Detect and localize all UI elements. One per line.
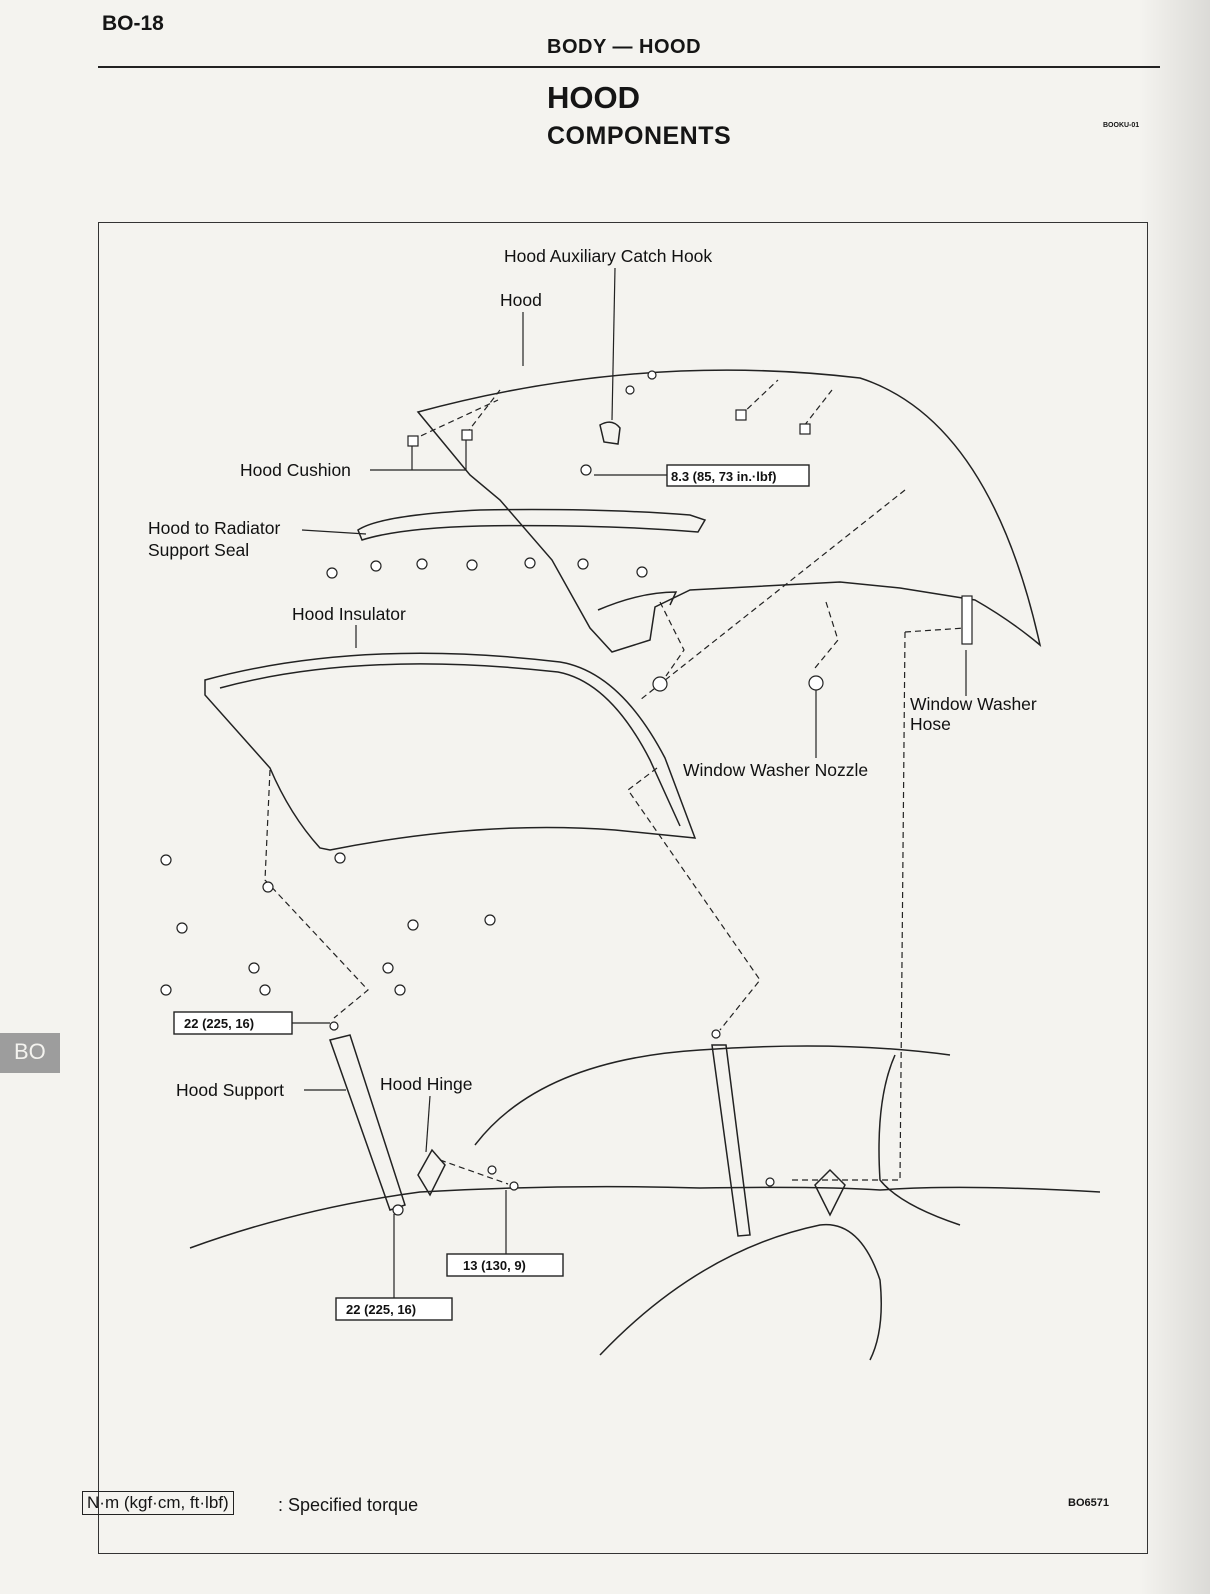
- hood-hinge-right: [814, 1168, 846, 1217]
- clip: [466, 559, 478, 571]
- clip: [484, 914, 496, 926]
- washer-hose-fitting: [961, 595, 973, 645]
- clip: [394, 984, 406, 996]
- label-hood-support: Hood Support: [176, 1080, 284, 1100]
- bolt: [509, 1181, 519, 1191]
- cushion: [461, 429, 473, 441]
- torque-boxes: [173, 464, 810, 1321]
- bolt: [329, 1021, 339, 1031]
- label-hood-hinge: Hood Hinge: [380, 1074, 472, 1094]
- header-rule: [98, 66, 1160, 68]
- torque-box-hinge: [446, 1253, 564, 1277]
- nozzle: [808, 675, 824, 691]
- label-auxiliary-catch-hook: Hood Auxiliary Catch Hook: [504, 246, 712, 266]
- section-tab: BO: [0, 1033, 60, 1073]
- page-number: BO-18: [102, 12, 164, 35]
- hood-support-right: [711, 1044, 751, 1237]
- car-roofline: [189, 1185, 1101, 1249]
- bolt: [580, 464, 592, 476]
- bolt: [711, 1029, 721, 1039]
- reference-code: BOOKU-01: [1103, 122, 1140, 129]
- fastener-clips: [160, 370, 973, 1216]
- clip: [636, 566, 648, 578]
- torque-box-support-lower: [335, 1297, 453, 1321]
- torque-catch-hook: 8.3 (85, 73 in.·lbf): [671, 469, 776, 484]
- clip: [524, 557, 536, 569]
- bolt: [765, 1177, 775, 1187]
- bolt: [487, 1165, 497, 1175]
- label-washer-hose-line2: Hose: [910, 714, 951, 734]
- cushion: [407, 435, 419, 447]
- dash-nozzle-left: [659, 601, 685, 677]
- dash-nozzle-right: [814, 601, 839, 669]
- radiator-support-seal: [357, 508, 707, 541]
- clip: [416, 558, 428, 570]
- label-seal-line2: Support Seal: [148, 540, 249, 560]
- leader-hinge: [425, 1095, 431, 1153]
- subsection-title: COMPONENTS: [547, 122, 732, 150]
- torque-box-support-upper: [173, 1011, 293, 1035]
- cushion: [735, 409, 747, 421]
- section-title: HOOD: [547, 80, 640, 115]
- hood-panel: [416, 369, 1042, 653]
- label-hood: Hood: [500, 290, 542, 310]
- hood-cutout: [597, 591, 678, 611]
- clip: [262, 881, 274, 893]
- car-fender: [599, 1223, 882, 1361]
- insulator-inner-edge: [219, 663, 681, 827]
- clip: [259, 984, 271, 996]
- dash-right-2: [803, 389, 833, 427]
- dash-right-1: [739, 379, 779, 417]
- catch-hook: [599, 421, 621, 445]
- label-seal-line1: Hood to Radiator: [148, 518, 280, 538]
- torque-support-lower: 22 (225, 16): [346, 1302, 416, 1317]
- torque-hinge: 13 (130, 9): [463, 1258, 526, 1273]
- nozzle: [652, 676, 668, 692]
- page-edge-shadow: [1140, 0, 1210, 1594]
- leader-catch-hook: [611, 267, 616, 421]
- dash-cushion-1: [411, 399, 499, 441]
- hood-support-left: [329, 1034, 406, 1211]
- dash-hose: [790, 627, 966, 1181]
- bolt: [625, 385, 635, 395]
- torque-unit-box: N·m (kgf·cm, ft·lbf): [82, 1491, 234, 1515]
- label-hood-cushion: Hood Cushion: [240, 460, 351, 480]
- running-header: BODY — HOOD: [547, 36, 702, 58]
- torque-legend-text: : Specified torque: [278, 1495, 419, 1515]
- clip: [370, 560, 382, 572]
- car-pillar: [878, 1054, 961, 1226]
- label-washer-hose-line1: Window Washer: [910, 694, 1037, 714]
- clip: [577, 558, 589, 570]
- label-insulator: Hood Insulator: [292, 604, 406, 624]
- cushion: [799, 423, 811, 435]
- clip: [160, 854, 172, 866]
- bolt: [392, 1204, 404, 1216]
- clip: [382, 962, 394, 974]
- diagram-frame: [98, 222, 1148, 1554]
- dash-support-left: [264, 769, 369, 1019]
- hood-insulator: [204, 652, 697, 851]
- torque-box-catch: [666, 464, 810, 487]
- clip: [248, 962, 260, 974]
- dash-support-right: [627, 767, 761, 1031]
- dash-washer: [639, 489, 906, 701]
- hood-hinge-left: [417, 1148, 446, 1197]
- section-tab-label: BO: [14, 1039, 46, 1064]
- clip: [326, 567, 338, 579]
- dash-hinge: [439, 1159, 509, 1185]
- torque-support-upper: 22 (225, 16): [184, 1016, 254, 1031]
- figure-code: BO6571: [1068, 1497, 1109, 1509]
- label-washer-nozzle: Window Washer Nozzle: [683, 760, 868, 780]
- clip: [334, 852, 346, 864]
- clip: [176, 922, 188, 934]
- bolt: [647, 370, 657, 380]
- clip: [407, 919, 419, 931]
- car-windshield: [474, 1045, 951, 1146]
- leader-seal: [301, 529, 367, 535]
- clip: [160, 984, 172, 996]
